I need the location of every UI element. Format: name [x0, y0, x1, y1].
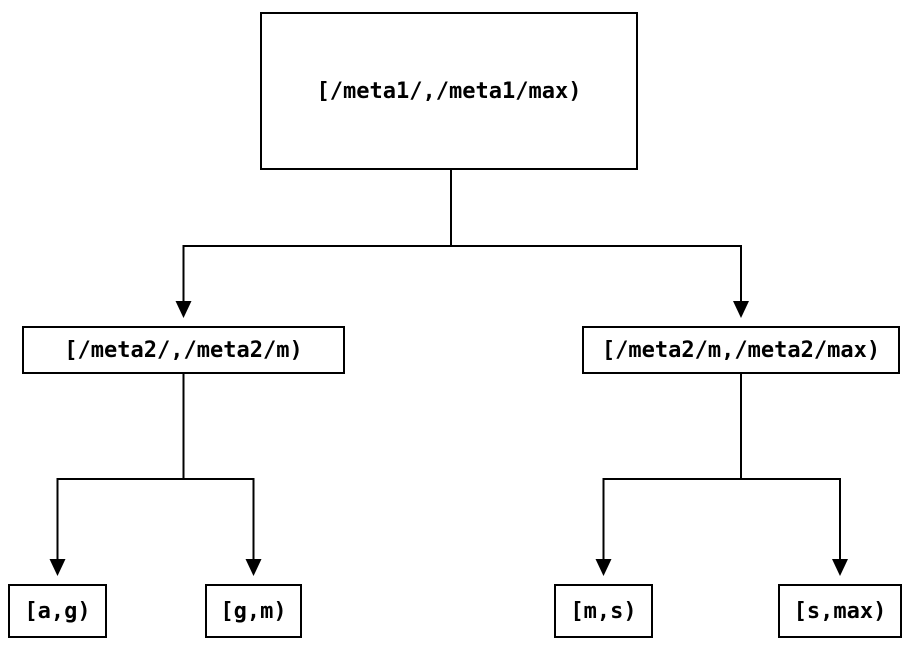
node-label-leaf-ms: [m,s) — [570, 598, 637, 624]
tree-node-leaf-gm: [g,m) — [205, 584, 302, 638]
node-label-root: [/meta1/,/meta1/max) — [316, 78, 582, 104]
node-label-leaf-smax: [s,max) — [793, 598, 887, 624]
edge-root-to-right-child — [450, 170, 742, 301]
tree-node-leaf-smax: [s,max) — [778, 584, 902, 638]
edge-root-to-left-child — [182, 170, 452, 301]
tree-node-left-child: [/meta2/,/meta2/m) — [22, 326, 345, 374]
node-label-leaf-gm: [g,m) — [220, 598, 287, 624]
edge-right-child-to-leaf-smax — [740, 374, 841, 559]
edge-left-child-to-leaf-gm — [182, 374, 255, 559]
node-label-right-child: [/meta2/m,/meta2/max) — [601, 337, 881, 363]
arrowhead-down-icon — [175, 301, 192, 318]
edge-right-child-to-leaf-ms — [602, 374, 742, 559]
arrowhead-down-icon — [49, 559, 66, 576]
arrowhead-down-icon — [595, 559, 612, 576]
tree-node-root: [/meta1/,/meta1/max) — [260, 12, 638, 170]
edge-left-child-to-leaf-ag — [56, 374, 185, 559]
arrowhead-down-icon — [832, 559, 848, 576]
arrowhead-down-icon — [733, 301, 749, 318]
arrowhead-down-icon — [245, 559, 262, 576]
tree-node-leaf-ag: [a,g) — [8, 584, 107, 638]
tree-node-leaf-ms: [m,s) — [554, 584, 653, 638]
tree-node-right-child: [/meta2/m,/meta2/max) — [582, 326, 900, 374]
node-label-leaf-ag: [a,g) — [24, 598, 91, 624]
node-label-left-child: [/meta2/,/meta2/m) — [64, 337, 303, 363]
